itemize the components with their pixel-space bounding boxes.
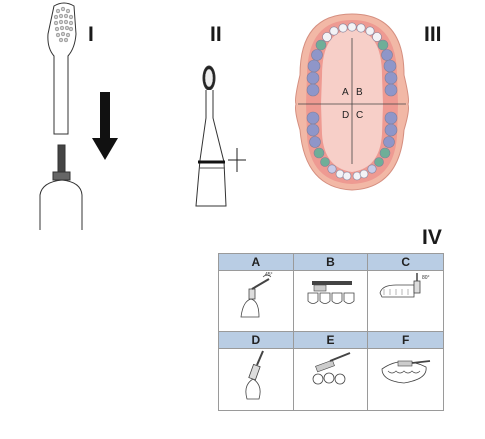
- technique-c-angle: 80°: [422, 275, 430, 281]
- quadrant-d-label: D: [342, 110, 349, 121]
- technique-d-sketch: [245, 350, 264, 400]
- technique-e-sketch: [312, 352, 351, 385]
- panel-iii-teeth: [306, 22, 398, 181]
- panel-i-label: I: [88, 23, 94, 46]
- technique-table: A 45° B C 80° D: [218, 253, 444, 411]
- technique-label-e: E: [293, 332, 368, 349]
- technique-a-angle: 45°: [265, 272, 273, 278]
- technique-cell-c: C 80°: [368, 254, 443, 332]
- quadrant-c-label: C: [356, 110, 363, 121]
- panel-ii-label: II: [210, 23, 222, 46]
- technique-label-f: F: [368, 332, 443, 349]
- quadrant-a-label: A: [342, 87, 349, 98]
- panel-iv-label: IV: [422, 226, 442, 249]
- technique-c-sketch: 80°: [379, 273, 430, 298]
- technique-label-d: D: [219, 332, 293, 349]
- technique-cell-d: D: [219, 332, 294, 410]
- panel-ii-crosshair: [228, 148, 246, 172]
- technique-label-b: B: [293, 254, 368, 271]
- technique-a-sketch: 45°: [240, 272, 273, 318]
- technique-cell-f: F: [368, 332, 443, 410]
- panel-i-arrow: [92, 92, 118, 160]
- technique-cell-b: B: [293, 254, 369, 332]
- panel-i-handle: [39, 144, 83, 230]
- quadrant-b-label: B: [356, 87, 363, 98]
- panel-ii-brush: [195, 65, 227, 207]
- panel-i-brush-head: [47, 2, 77, 135]
- technique-b-sketch: [307, 281, 355, 304]
- technique-cell-a: A 45°: [219, 254, 294, 332]
- technique-label-a: A: [219, 254, 293, 271]
- technique-f-sketch: [381, 360, 431, 384]
- technique-cell-e: E: [293, 332, 369, 410]
- panel-iii-dividers: [298, 38, 406, 164]
- technique-label-c: C: [368, 254, 443, 271]
- panel-iii-label: III: [424, 23, 442, 46]
